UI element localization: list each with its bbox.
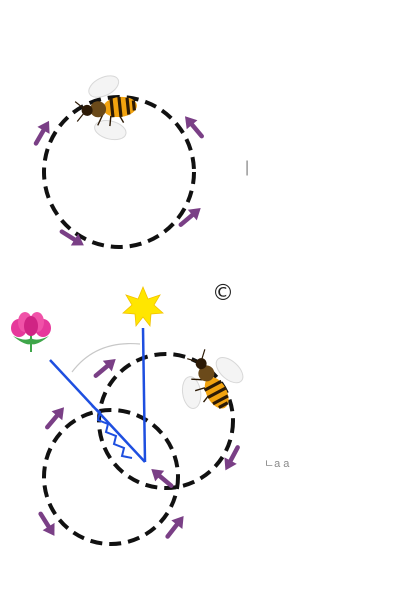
- arrow-icon: [180, 112, 207, 141]
- bottom-panel-marker: ©: [212, 281, 234, 306]
- round-dance-path: [42, 95, 196, 249]
- round-dance-panel: |: [30, 67, 249, 251]
- angle-guide-arc: [71, 342, 141, 373]
- sun-direction-line: [141, 327, 147, 463]
- arrow-icon: [42, 403, 69, 432]
- waggle-dance-panel: ©: [11, 281, 290, 546]
- bee-icon: [162, 335, 258, 427]
- arrow-icon: [35, 510, 61, 539]
- sun-icon: [122, 285, 164, 328]
- top-panel-marker: |: [245, 159, 249, 176]
- bottom-panel-note: ㄴa a: [264, 458, 290, 470]
- waggle-run: [91, 405, 133, 459]
- waggle-loop-left: [42, 408, 180, 546]
- bee-icon: [70, 67, 143, 149]
- flower-icon: [11, 312, 51, 352]
